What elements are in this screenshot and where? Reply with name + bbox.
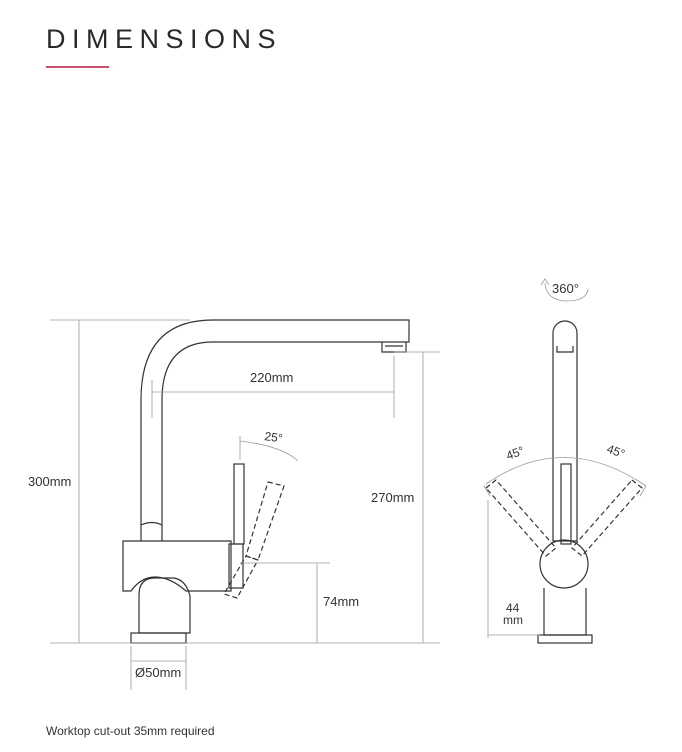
dim-base-diameter: Ø50mm (135, 665, 181, 680)
side-aerator (556, 346, 574, 353)
dim-side-base-value: 44 (506, 601, 520, 615)
side-body (539, 539, 589, 589)
side-view (485, 320, 643, 644)
front-lever-tilted (223, 481, 285, 599)
front-aerator (381, 342, 407, 353)
front-body (122, 540, 232, 592)
dim-side-base-unit: mm (503, 613, 523, 627)
dim-swivel: 360° (552, 281, 579, 296)
front-base-pedestal (138, 577, 191, 634)
side-lever (560, 463, 572, 545)
front-lever-base (228, 543, 244, 589)
side-lever-tilted (485, 479, 643, 557)
page-title: DIMENSIONS (46, 24, 283, 54)
dim-lever-right: 45° (605, 442, 627, 461)
dimension-lines (50, 278, 647, 690)
dim-lever-tilt: 25° (264, 429, 284, 445)
side-base-pedestal (543, 588, 587, 636)
title-accent-rule (46, 66, 109, 68)
front-base-plate (130, 632, 187, 644)
dim-overall-height: 300mm (28, 474, 71, 489)
front-spout-collar (140, 521, 163, 526)
footnote: Worktop cut-out 35mm required (46, 724, 215, 738)
dim-lever-left: 45° (504, 443, 526, 462)
dim-base-to-lever: 74mm (323, 594, 359, 609)
front-spout-column (140, 319, 410, 541)
dim-spout-height: 270mm (371, 490, 414, 505)
front-view (122, 319, 410, 644)
side-base-plate (537, 634, 593, 644)
side-spout-column (552, 320, 578, 542)
dim-spout-reach: 220mm (250, 370, 293, 385)
front-lever (233, 463, 245, 545)
